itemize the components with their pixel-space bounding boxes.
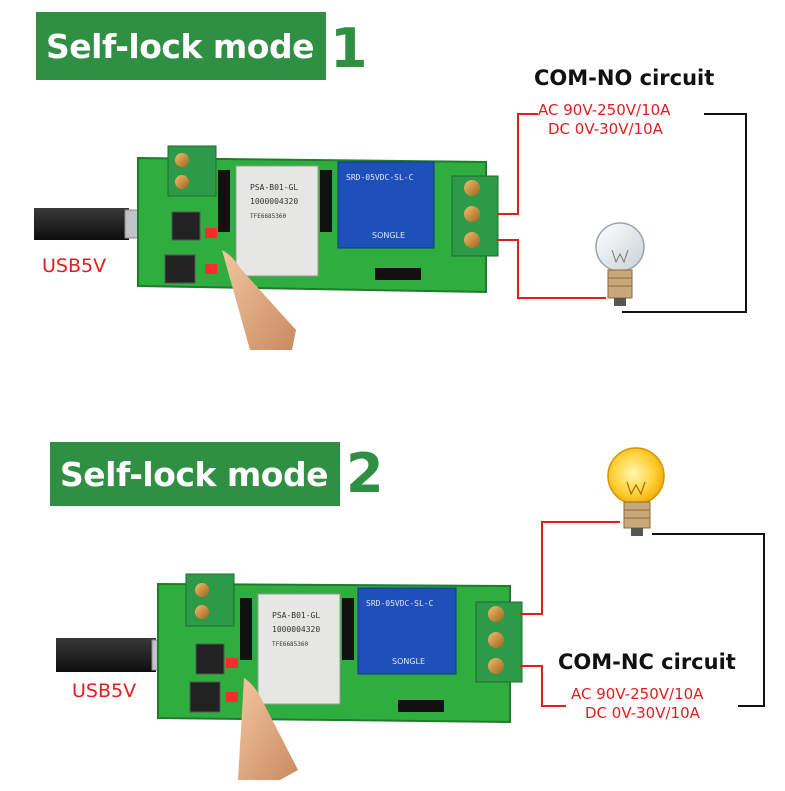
wifi-label-code: TFE6685360 bbox=[272, 641, 309, 648]
wifi-label-code: TFE6685360 bbox=[250, 213, 287, 220]
screw-icon bbox=[488, 606, 504, 622]
screw-icon bbox=[175, 175, 189, 189]
usb-label-2: USB5V bbox=[72, 680, 137, 702]
wiring-1 bbox=[497, 113, 747, 313]
wifi-label-id: 1000004320 bbox=[272, 625, 320, 634]
pin-header-icon bbox=[240, 598, 252, 660]
wiring-2 bbox=[520, 521, 765, 707]
relay-module-1: PSA-B01-GL 1000004320 TFE6685360 SRD-05V… bbox=[34, 145, 499, 294]
screw-icon bbox=[488, 632, 504, 648]
screw-icon bbox=[195, 605, 209, 619]
light-bulb-on-icon bbox=[607, 447, 665, 536]
relay-module-2: PSA-B01-GL 1000004320 TFE6685360 SRD-05V… bbox=[56, 573, 523, 724]
screw-icon bbox=[175, 153, 189, 167]
mode-banner-1-text: Self-lock mode bbox=[46, 26, 314, 66]
finger-icon bbox=[238, 678, 298, 780]
screw-icon bbox=[464, 206, 480, 222]
finger-icon bbox=[222, 250, 296, 350]
led-icon bbox=[205, 264, 217, 274]
push-button-2a bbox=[195, 643, 225, 675]
screw-icon bbox=[488, 658, 504, 674]
usb-label-1: USB5V bbox=[42, 255, 107, 277]
usb-cable-2 bbox=[56, 638, 156, 672]
spec-dc-2: DC 0V-30V/10A bbox=[585, 704, 700, 722]
screw-icon bbox=[464, 180, 480, 196]
pin-header-icon bbox=[218, 170, 230, 232]
pin-header-icon bbox=[375, 268, 421, 280]
spec-ac-1: AC 90V-250V/10A bbox=[538, 101, 671, 119]
terminal-block-left-1 bbox=[167, 145, 217, 197]
push-button-1b bbox=[164, 254, 196, 284]
light-bulb-off-icon bbox=[595, 222, 645, 306]
screw-icon bbox=[195, 583, 209, 597]
circuit-title-1: COM-NO circuit bbox=[534, 66, 715, 90]
relay-1 bbox=[337, 161, 435, 249]
pin-header-icon bbox=[342, 598, 354, 660]
circuit-title-2: COM-NC circuit bbox=[558, 650, 736, 674]
wifi-module-2 bbox=[257, 593, 341, 705]
led-icon bbox=[226, 692, 238, 702]
usb-cable-1 bbox=[34, 208, 129, 240]
mode-banner-1: Self-lock mode bbox=[36, 12, 326, 80]
relay-label-brand: SONGLE bbox=[372, 231, 405, 240]
spec-ac-2: AC 90V-250V/10A bbox=[571, 685, 704, 703]
relay-label-model: SRD-05VDC-SL-C bbox=[346, 173, 414, 182]
mode-number-2: 2 bbox=[346, 442, 384, 505]
push-button-2b bbox=[189, 681, 221, 713]
wifi-module-1 bbox=[235, 165, 319, 277]
relay-label-model: SRD-05VDC-SL-C bbox=[366, 599, 434, 608]
relay-2 bbox=[357, 587, 457, 675]
wifi-label-model: PSA-B01-GL bbox=[250, 183, 298, 192]
wifi-label-id: 1000004320 bbox=[250, 197, 298, 206]
relay-label-brand: SONGLE bbox=[392, 657, 425, 666]
pin-header-icon bbox=[320, 170, 332, 232]
screw-icon bbox=[464, 232, 480, 248]
push-button-1a bbox=[171, 211, 201, 241]
mode-banner-2-text: Self-lock mode bbox=[60, 454, 328, 494]
pin-header-icon bbox=[398, 700, 444, 712]
wifi-label-model: PSA-B01-GL bbox=[272, 611, 320, 620]
led-icon bbox=[226, 658, 238, 668]
mode-number-1: 1 bbox=[330, 17, 368, 80]
mode-banner-2: Self-lock mode bbox=[50, 442, 340, 506]
spec-dc-1: DC 0V-30V/10A bbox=[548, 120, 663, 138]
terminal-block-left-2 bbox=[185, 573, 235, 627]
led-icon bbox=[205, 228, 217, 238]
